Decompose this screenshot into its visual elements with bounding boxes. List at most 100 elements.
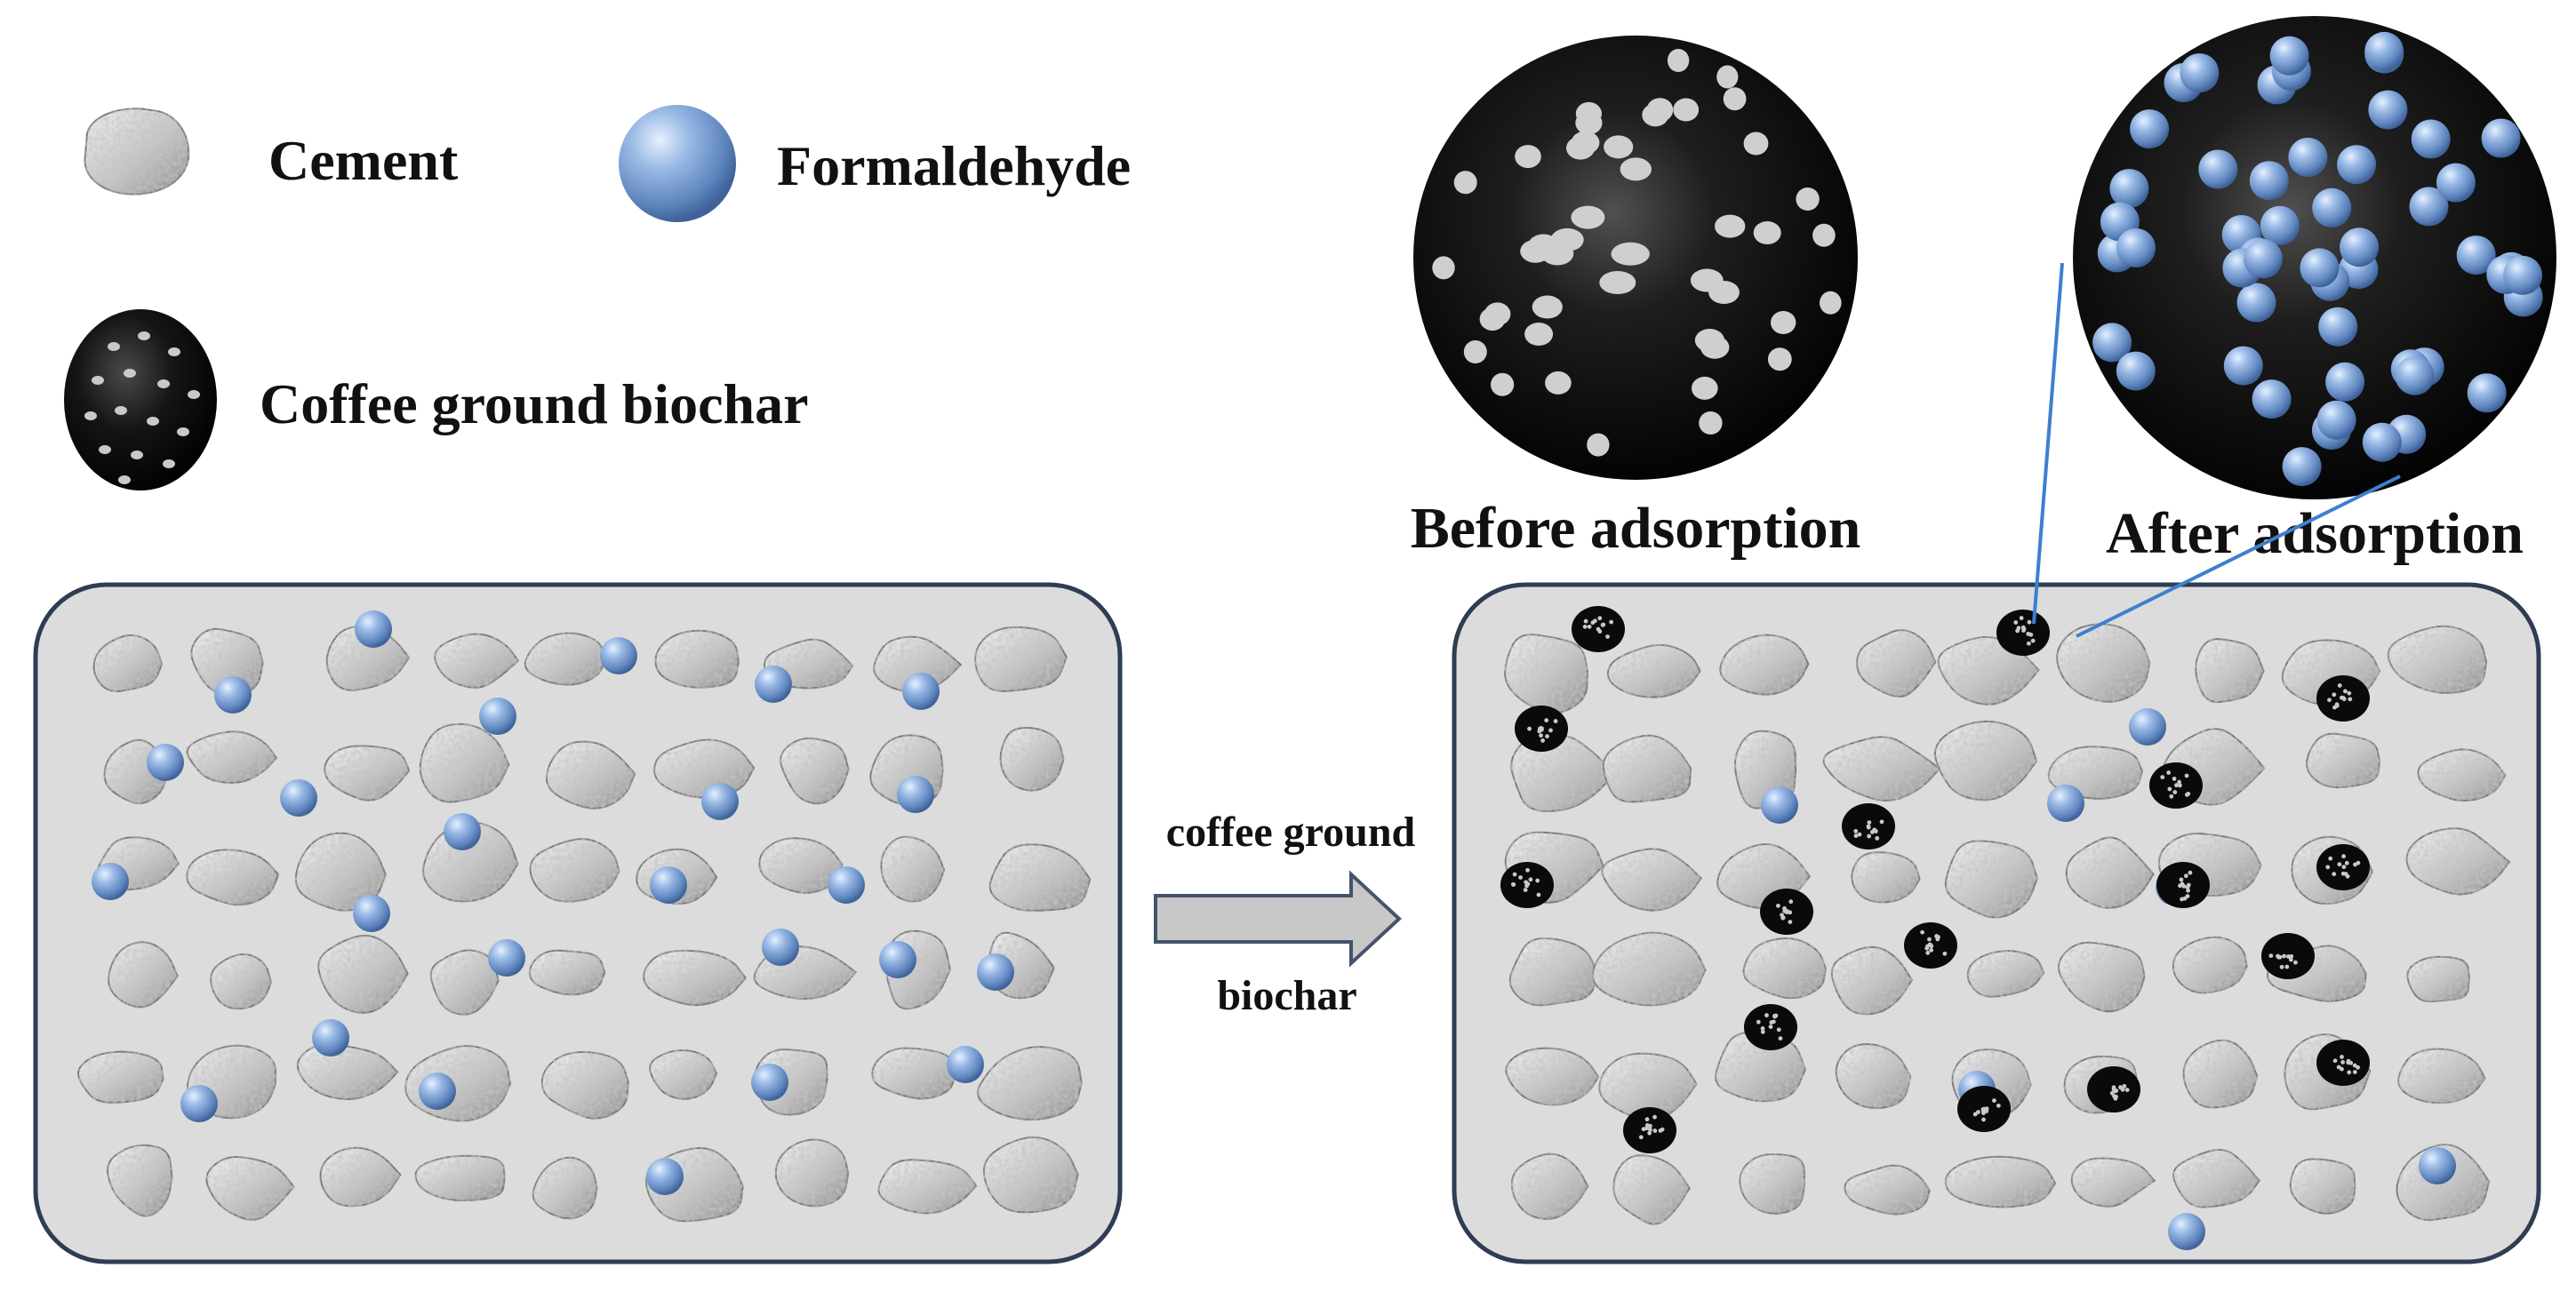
formaldehyde-molecule [92, 863, 129, 900]
cement-particle [1851, 851, 1921, 904]
cement-particle [77, 1050, 164, 1104]
formaldehyde-molecule [2047, 785, 2084, 822]
cement-particle [190, 627, 264, 698]
formaldehyde-molecule [947, 1046, 984, 1083]
biochar-particle [1904, 922, 1957, 969]
cement-particle [419, 722, 510, 803]
pore [1767, 347, 1792, 371]
biochar-particle [1996, 610, 2050, 656]
cement-particle [108, 941, 179, 1009]
cement-particle [2387, 625, 2488, 694]
cement-particle [2417, 748, 2507, 802]
cement-particle [2056, 623, 2151, 703]
cement-particle [1504, 634, 1588, 714]
formaldehyde-molecule [762, 929, 799, 966]
biochar-particle [1957, 1086, 2011, 1132]
pore [1723, 87, 1747, 111]
cement-particle [880, 835, 946, 903]
formaldehyde-molecule [2269, 36, 2309, 76]
formaldehyde-molecule [2340, 227, 2380, 267]
cement-particle [780, 737, 850, 805]
cement-particle [2195, 638, 2265, 704]
formaldehyde-molecule [751, 1064, 788, 1101]
formaldehyde-molecule [2223, 346, 2263, 386]
cement-particle [524, 632, 606, 686]
cement-particle [2065, 836, 2155, 909]
biochar-particle [1623, 1107, 1676, 1153]
arrow-label-top: coffee ground [1166, 809, 1416, 856]
formaldehyde-molecule [650, 866, 687, 904]
pore [1484, 302, 1511, 326]
pore [1587, 433, 1610, 457]
biochar-particle [2316, 1040, 2370, 1086]
cement-particle [1944, 1155, 2057, 1208]
formaldehyde-molecule [180, 1085, 218, 1122]
cement-particle [1856, 629, 1937, 698]
formaldehyde-molecule [2456, 235, 2496, 275]
cement-particle [210, 953, 272, 1010]
cement-particle [1822, 736, 1941, 802]
formaldehyde-molecule [755, 666, 792, 703]
formaldehyde-molecule [2129, 708, 2166, 746]
formaldehyde-molecule [2300, 248, 2340, 288]
formaldehyde-molecule [2503, 255, 2543, 295]
cement-particle [1739, 1152, 1806, 1215]
process-arrow [1154, 870, 1402, 968]
cement-particle [2172, 936, 2248, 994]
pore [1743, 132, 1769, 156]
pore [1571, 205, 1605, 229]
formaldehyde-molecule [488, 939, 525, 977]
formaldehyde-molecule [2252, 379, 2292, 419]
cement-particle [982, 1136, 1079, 1214]
pore [1571, 131, 1600, 155]
biochar-particle [2149, 762, 2203, 809]
legend: Cement Formaldehyde Coffee ground biocha… [64, 105, 1131, 490]
cement-particle [873, 635, 963, 693]
cement-particle [977, 1046, 1083, 1121]
cement-particle [1510, 1152, 1589, 1220]
legend-formaldehyde-icon [619, 105, 736, 222]
pore [1667, 49, 1690, 72]
formaldehyde-molecule [897, 776, 934, 813]
cement-particle [186, 849, 280, 906]
pore [1753, 221, 1781, 244]
cement-particle [186, 730, 278, 784]
formaldehyde-molecule [977, 953, 1014, 991]
cement-particle [429, 949, 500, 1016]
cement-particle [205, 1156, 295, 1221]
pore [1690, 268, 1724, 292]
cement-particle [1601, 848, 1703, 912]
formaldehyde-molecule [280, 779, 317, 817]
cement-particle [871, 1047, 956, 1100]
cement-particle [2070, 1157, 2156, 1208]
cement-particle [540, 1050, 629, 1120]
cement-particle [1835, 1043, 1912, 1110]
pore [1820, 291, 1842, 315]
biochar-particle [2087, 1066, 2140, 1113]
cement-particle [2405, 827, 2511, 896]
legend-biochar-icon [64, 309, 217, 490]
cement-particle [324, 745, 411, 802]
formaldehyde-molecule [2116, 351, 2156, 391]
biochar-particle [1572, 606, 1625, 652]
cement-particle [92, 634, 164, 692]
formaldehyde-molecule [2362, 422, 2402, 462]
cement-particle [1612, 1154, 1691, 1225]
formaldehyde-molecule [2364, 31, 2404, 71]
cement-particle [1742, 937, 1827, 1000]
formaldehyde-molecule [2467, 373, 2507, 413]
pore [1642, 103, 1669, 127]
cement-particle [2397, 1048, 2486, 1105]
formaldehyde-molecule [2092, 323, 2132, 363]
cement-particle [528, 949, 606, 996]
cement-particle [1598, 1052, 1698, 1121]
formaldehyde-molecule [2318, 307, 2358, 347]
cement-particle [2182, 1039, 2259, 1109]
formaldehyde-molecule [2312, 187, 2352, 227]
formaldehyde-molecule [147, 744, 184, 781]
cement-particle [774, 1138, 850, 1208]
formaldehyde-molecule [701, 783, 739, 820]
formaldehyde-molecule [2180, 53, 2220, 93]
biochar-particle [2156, 862, 2210, 908]
cement-particle [999, 727, 1065, 792]
